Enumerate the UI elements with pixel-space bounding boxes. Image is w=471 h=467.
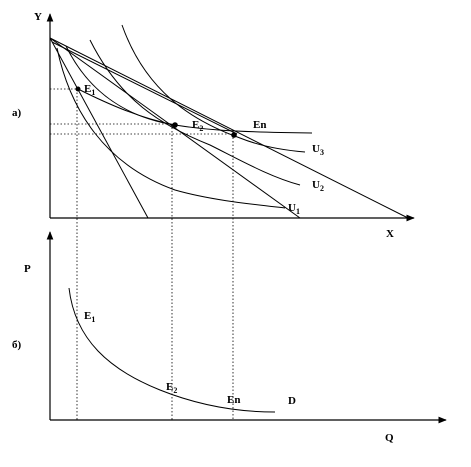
price-line bbox=[51, 41, 238, 135]
demand-e1-label: E1 bbox=[84, 310, 95, 324]
demand-en-label: En bbox=[227, 394, 240, 406]
indifference-curve-u2 bbox=[89, 39, 301, 186]
bottom-x-axis-label: Q bbox=[385, 432, 394, 444]
point-e1 bbox=[75, 86, 81, 92]
indifference-curve-u1 bbox=[56, 47, 286, 209]
point-e1-label: E1 bbox=[84, 83, 95, 97]
budget-line-3 bbox=[49, 37, 409, 219]
demand-curve bbox=[68, 287, 276, 413]
demand-curve-label: D bbox=[288, 395, 296, 407]
top-panel-label: а) bbox=[12, 107, 22, 119]
indifference-curve-extra bbox=[65, 45, 176, 126]
point-e2 bbox=[172, 122, 178, 128]
curve-u3-label: U3 bbox=[312, 143, 324, 157]
budget-line-2 bbox=[49, 37, 301, 219]
point-e2-label: E2 bbox=[192, 119, 203, 133]
bottom-y-axis-label: P bbox=[24, 263, 31, 275]
top-x-axis-label: X bbox=[386, 228, 394, 240]
indifference-curve-u3 bbox=[121, 24, 306, 153]
top-y-axis-label: Y bbox=[34, 11, 42, 23]
point-en-label: En bbox=[253, 119, 266, 131]
bottom-panel-label: б) bbox=[12, 339, 22, 351]
curve-u1-label: U1 bbox=[288, 202, 300, 216]
point-en bbox=[231, 132, 237, 138]
budget-line-1 bbox=[49, 37, 149, 219]
demand-e2-label: E2 bbox=[166, 381, 177, 395]
curve-u2-label: U2 bbox=[312, 179, 324, 193]
